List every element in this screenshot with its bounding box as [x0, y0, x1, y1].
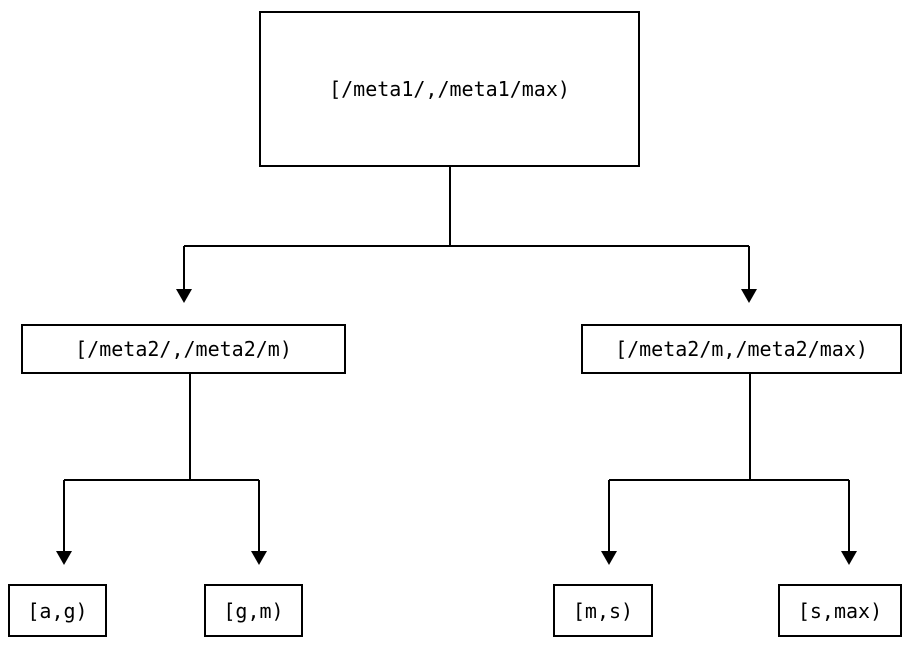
arrowhead-to-mid-left	[176, 289, 192, 303]
arrowhead-to-leaf-2	[251, 551, 267, 565]
arrowhead-to-leaf-1	[56, 551, 72, 565]
node-leaf-3-label: [m,s)	[572, 598, 634, 623]
arrowhead-to-mid-right	[741, 289, 757, 303]
node-root-label: [/meta1/,/meta1/max)	[329, 77, 570, 101]
node-root[interactable]: [/meta1/,/meta1/max)	[259, 11, 640, 167]
node-mid-left[interactable]: [/meta2/,/meta2/m)	[21, 324, 346, 374]
arrowhead-to-leaf-4	[841, 551, 857, 565]
node-mid-left-label: [/meta2/,/meta2/m)	[75, 337, 292, 361]
node-leaf-2-label: [g,m)	[223, 598, 284, 623]
node-leaf-2[interactable]: [g,m)	[204, 584, 303, 637]
node-leaf-3[interactable]: [m,s)	[553, 584, 653, 637]
node-leaf-1[interactable]: [a,g)	[8, 584, 107, 637]
node-leaf-4[interactable]: [s,max)	[778, 584, 902, 637]
node-leaf-1-label: [a,g)	[27, 598, 88, 623]
node-leaf-4-label: [s,max)	[797, 598, 883, 623]
arrowhead-to-leaf-3	[601, 551, 617, 565]
node-mid-right[interactable]: [/meta2/m,/meta2/max)	[581, 324, 902, 374]
node-mid-right-label: [/meta2/m,/meta2/max)	[615, 337, 868, 361]
